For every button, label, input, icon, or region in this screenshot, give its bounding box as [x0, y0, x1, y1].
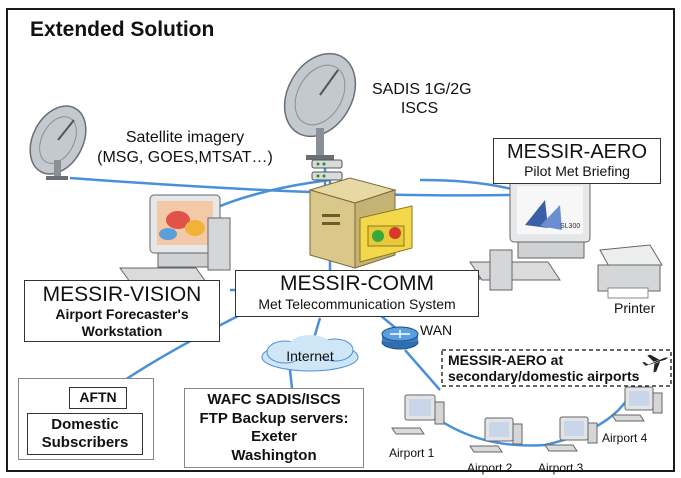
- airport-label: Airport 4: [602, 431, 648, 445]
- aftn-group: AFTN Domestic Subscribers: [18, 378, 154, 460]
- messir-aero-subtitle: Pilot Met Briefing: [524, 163, 630, 179]
- secondary-line2: secondary/domestic airports: [448, 368, 640, 384]
- domestic-line2: Subscribers: [41, 434, 129, 451]
- workstation-icon: [119, 194, 231, 283]
- cloud-icon: [261, 335, 359, 372]
- messir-comm-title: MESSIR-COMM: [280, 272, 434, 295]
- airport-workstation-icon: [391, 394, 445, 435]
- secondary-airports-label: MESSIR-AERO at secondary/domestic airpor…: [448, 352, 639, 384]
- server-icon: [308, 177, 413, 269]
- printer-icon: [597, 244, 663, 299]
- printer-label: Printer: [614, 300, 656, 316]
- screen-logo: SL300: [560, 223, 580, 230]
- airport-label: Airport 3: [538, 461, 584, 475]
- messir-vision-box: MESSIR-VISION Airport Forecaster's Works…: [24, 280, 220, 342]
- modem-icon: [311, 159, 343, 181]
- secondary-airports-box: [441, 349, 672, 387]
- wan-label: WAN: [420, 322, 453, 338]
- wafc-line3: Exeter: [251, 428, 297, 445]
- messir-comm-subtitle: Met Telecommunication System: [258, 296, 456, 312]
- secondary-line1: MESSIR-AERO at: [448, 352, 564, 368]
- link-wan-airports: [404, 349, 441, 391]
- internet-label: Internet: [286, 348, 334, 364]
- wafc-line1: WAFC SADIS/ISCS: [207, 391, 341, 408]
- workstation-icon: SL300: [469, 179, 591, 291]
- airport-label: Airport 2: [467, 461, 513, 475]
- messir-vision-line1: Airport Forecaster's: [55, 306, 189, 322]
- link-comm-aftn: [124, 308, 251, 382]
- messir-aero-title: MESSIR-AERO: [506, 141, 648, 163]
- airport-label: Airport 1: [389, 446, 435, 460]
- satellite-dish-icon: [283, 52, 357, 160]
- wafc-backup-box: WAFC SADIS/ISCS FTP Backup servers: Exet…: [184, 388, 364, 468]
- airport-workstation-icon: [469, 417, 523, 453]
- sadis-label-line2: ISCS: [400, 100, 439, 117]
- diagram-frame: [6, 8, 675, 472]
- sadis-label: SADIS 1G/2G ISCS: [372, 80, 472, 118]
- airplane-icon: [642, 354, 669, 373]
- domestic-line1: Domestic: [51, 416, 119, 433]
- messir-vision-line2: Workstation: [81, 323, 163, 339]
- aftn-box: AFTN: [69, 387, 127, 409]
- domestic-subscribers-box: Domestic Subscribers: [27, 413, 143, 455]
- airport-workstation-icon: [544, 416, 598, 452]
- messir-vision-title: MESSIR-VISION: [42, 283, 202, 306]
- satellite-imagery-label: Satellite imagery (MSG, GOES,MTSAT…): [80, 128, 290, 168]
- wafc-line2: FTP Backup servers:: [199, 409, 349, 427]
- wafc-line4: Washington: [231, 446, 317, 464]
- router-icon: [381, 326, 419, 350]
- sadis-label-line1: SADIS 1G/2G: [372, 81, 472, 98]
- satellite-dish-icon: [29, 105, 87, 180]
- diagram-title: Extended Solution: [30, 18, 215, 41]
- link-airport-ring: [419, 394, 632, 447]
- messir-aero-box: MESSIR-AERO Pilot Met Briefing: [493, 138, 661, 184]
- satellite-label-line2: (MSG, GOES,MTSAT…): [97, 149, 273, 166]
- satellite-label-line1: Satellite imagery: [125, 129, 245, 146]
- messir-comm-box: MESSIR-COMM Met Telecommunication System: [235, 270, 479, 317]
- link-internet-wafc: [288, 369, 294, 389]
- airport-workstation-icon: [611, 386, 663, 422]
